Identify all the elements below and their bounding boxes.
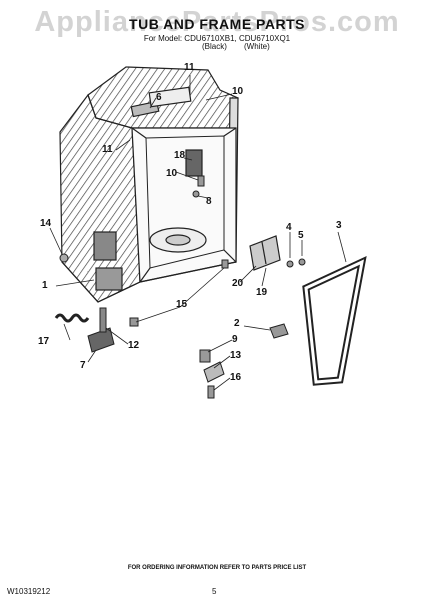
callout-17: 17 [38, 336, 50, 347]
callout-1: 1 [42, 280, 48, 291]
color-label-black: (Black) [202, 42, 227, 51]
leveling-foot-14 [59, 253, 69, 263]
callout-11-top: 11 [184, 62, 195, 73]
clip-15b [129, 317, 139, 327]
ordering-note: FOR ORDERING INFORMATION REFER TO PARTS … [127, 565, 307, 571]
callout-19: 19 [256, 287, 268, 298]
callout-15: 15 [176, 299, 188, 310]
callout-3: 3 [336, 220, 342, 231]
page-title: TUB AND FRAME PARTS [129, 16, 305, 32]
callout-11-side: 11 [102, 144, 113, 155]
callout-6: 6 [156, 92, 162, 103]
callout-10-top: 10 [232, 86, 244, 97]
screw-4 [286, 260, 294, 268]
callout-10-mid: 10 [166, 168, 178, 179]
model-numbers: For Model: CDU6710XB1, CDU6710XQ1 [143, 34, 291, 43]
page-number: 5 [212, 587, 217, 596]
bracket-2 [269, 323, 289, 339]
fastener-10 [197, 175, 205, 187]
callout-7: 7 [80, 360, 86, 371]
clip-15a [221, 259, 229, 269]
callout-4: 4 [286, 222, 292, 233]
part-13 [203, 361, 225, 383]
strip-12 [99, 307, 107, 333]
spring-17 [54, 313, 90, 323]
callout-14: 14 [40, 218, 52, 229]
watermark-text: AppliancePartsPros.com [34, 6, 400, 38]
leader-lines [49, 75, 347, 391]
screw-8 [192, 190, 200, 198]
hardware-parts [54, 175, 306, 399]
callout-5: 5 [298, 230, 304, 241]
callout-16: 16 [230, 372, 242, 383]
color-label-white: (White) [244, 42, 270, 51]
callout-18: 18 [174, 150, 186, 161]
part-16 [207, 385, 215, 399]
tub-frame-assembly [59, 66, 239, 303]
document-number: W10319212 [7, 587, 51, 596]
callout-20: 20 [232, 278, 244, 289]
callout-2: 2 [234, 318, 240, 329]
callout-8: 8 [206, 196, 212, 207]
callout-13: 13 [230, 350, 242, 361]
hinge-bracket [249, 235, 281, 271]
door-gasket [302, 255, 367, 386]
callout-12: 12 [128, 340, 140, 351]
callout-9: 9 [232, 334, 238, 345]
screw-5 [298, 258, 306, 266]
part-9 [199, 349, 211, 363]
